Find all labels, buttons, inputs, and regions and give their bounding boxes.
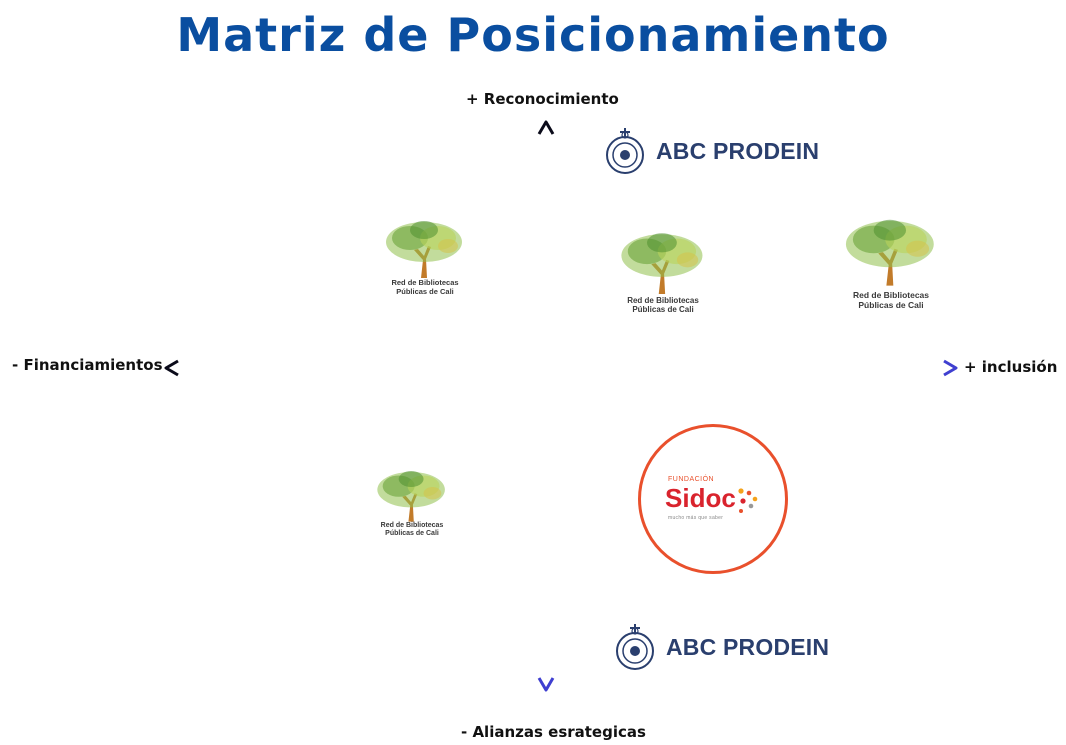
axis-label-right: + inclusión xyxy=(964,358,1058,376)
axis-label-bottom: - Alianzas esrategicas xyxy=(461,723,646,741)
sidoc-logo: FUNDACIÓN Sidoc mucho más que saber xyxy=(638,424,788,574)
tree-icon xyxy=(845,219,934,286)
caption-line-2: Públicas de Cali xyxy=(632,305,694,314)
arrow-right-icon xyxy=(943,359,958,377)
caption-line-1: Red de Bibliotecas xyxy=(380,522,444,529)
arrow-down-icon xyxy=(537,677,555,692)
caption-line-1: Red de Bibliotecas xyxy=(852,290,930,300)
dots-icon xyxy=(738,488,758,513)
caption-line-2: Públicas de Cali xyxy=(396,287,454,296)
arrow-left-icon xyxy=(164,359,179,377)
axis-label-top: + Reconocimiento xyxy=(466,90,619,108)
tree-caption: Red de Bibliotecas Públicas de Cali xyxy=(598,296,728,314)
seal-icon xyxy=(616,624,654,670)
arrow-up-icon xyxy=(537,120,555,135)
page-title: Matriz de Posicionamiento xyxy=(176,8,890,62)
sidoc-name: Sidoc xyxy=(665,483,736,513)
tree-icon xyxy=(377,471,445,522)
tree-icon xyxy=(386,221,462,278)
abc-prodein-logo: ABC PRODEIN xyxy=(604,126,819,176)
tree-icon xyxy=(621,233,703,294)
abc-prodein-logo: ABC PRODEIN xyxy=(614,622,829,672)
abc-prodein-name: ABC PRODEIN xyxy=(656,137,820,164)
seal-icon xyxy=(606,128,644,174)
caption-line-2: Públicas de Cali xyxy=(858,300,924,310)
horizontal-axis xyxy=(164,359,958,377)
red-bibliotecas-logo: Red de Bibliotecas Públicas de Cali xyxy=(598,226,728,356)
caption-line-2: Públicas de Cali xyxy=(385,530,439,537)
tree-caption: Red de Bibliotecas Públicas de Cali xyxy=(360,278,490,296)
sidoc-tagline: mucho más que saber xyxy=(668,515,724,521)
caption-line-1: Red de Bibliotecas xyxy=(391,278,459,287)
caption-line-1: Red de Bibliotecas xyxy=(627,296,699,305)
tree-caption: Red de Bibliotecas Públicas de Cali xyxy=(826,290,956,310)
red-bibliotecas-logo: Red de Bibliotecas Públicas de Cali xyxy=(360,216,490,346)
axis-label-left: - Financiamientos xyxy=(12,356,163,374)
sidoc-small-label: FUNDACIÓN xyxy=(668,476,715,483)
tree-caption: Red de Bibliotecas Públicas de Cali xyxy=(350,522,474,538)
vertical-axis xyxy=(537,120,555,692)
abc-prodein-name: ABC PRODEIN xyxy=(666,633,830,660)
red-bibliotecas-logo: Red de Bibliotecas Públicas de Cali xyxy=(350,466,474,596)
red-bibliotecas-logo: Red de Bibliotecas Públicas de Cali xyxy=(826,210,956,340)
